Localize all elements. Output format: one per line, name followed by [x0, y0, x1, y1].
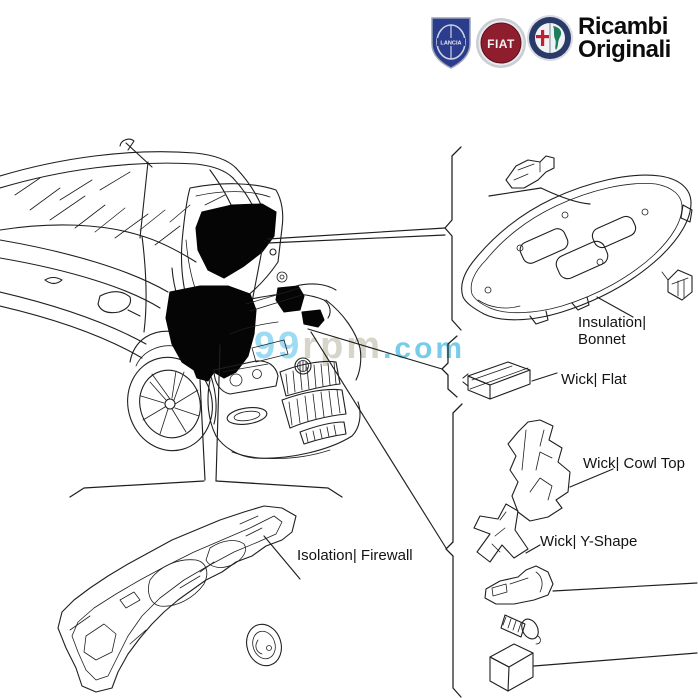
label-insulation-bonnet: Insulation| Bonnet: [578, 314, 646, 348]
label-insulation-bonnet-line1: Insulation|: [578, 314, 647, 331]
bonnet-clip-drawing: [505, 155, 555, 189]
group-brackets: [69, 146, 463, 698]
firewall-insulation-drawing: [57, 505, 297, 693]
wick-y-shape-drawing: [473, 503, 529, 563]
brand-title-line2: Originali: [578, 36, 671, 63]
fiat-logo-text: FIAT: [487, 37, 515, 51]
screw-drawing: [500, 614, 541, 645]
leader-lines: [199, 187, 698, 667]
watermark-rpm: rpm: [302, 325, 384, 367]
watermark: 99rpm.com: [254, 327, 465, 368]
car-illustration: [0, 138, 362, 459]
label-wick-flat: Wick| Flat: [561, 371, 627, 388]
wick-flat-drawing: [462, 361, 531, 400]
bracket-clip-drawing: [484, 565, 554, 605]
brand-title: Ricambi Originali: [578, 13, 671, 63]
watermark-com: com: [394, 332, 466, 365]
label-insulation-bonnet-line2: Bonnet: [578, 331, 626, 348]
lancia-logo-text: LANCIA: [440, 41, 461, 47]
wick-cowl-top-drawing: [507, 419, 571, 522]
side-clip-drawing: [661, 269, 693, 301]
brand-logos: LANCIA FIAT: [431, 15, 573, 69]
watermark-dot: .: [383, 332, 395, 365]
label-isolation-firewall: Isolation| Firewall: [297, 547, 413, 564]
label-wick-cowl-top: Wick| Cowl Top: [583, 455, 685, 472]
cube-wick-drawing: [489, 643, 534, 692]
fiat-logo: FIAT: [476, 18, 526, 68]
lancia-logo: LANCIA: [431, 17, 471, 69]
alfa-romeo-logo: [527, 15, 573, 61]
bonnet-insulation-drawing: [461, 174, 693, 325]
brand-title-line1: Ricambi: [578, 13, 668, 40]
label-wick-y-shape: Wick| Y-Shape: [540, 533, 638, 550]
